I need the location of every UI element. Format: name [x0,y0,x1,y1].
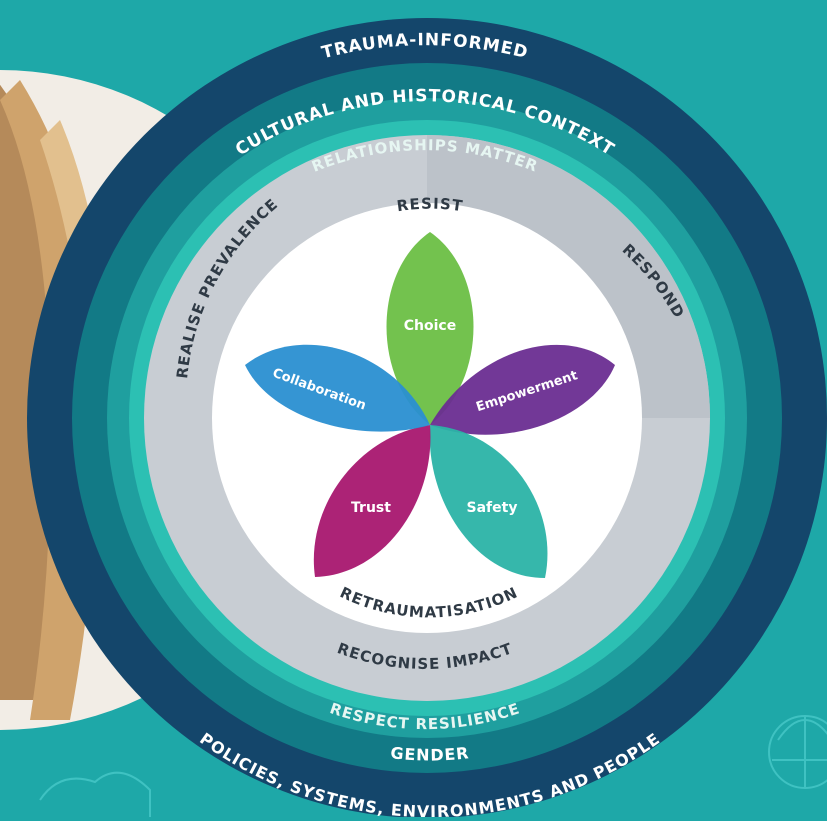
cloud-icon [39,771,151,817]
gender-label: GENDER [390,743,470,764]
svg-text:RESIST: RESIST [396,195,465,216]
petal-choice [386,232,474,425]
petal-trust [313,425,431,577]
petal-empowerment [430,344,615,435]
svg-text:GENDER: GENDER [390,743,471,764]
petal-safety [429,425,548,578]
petal-safety-label: Safety [467,500,518,516]
petal-trust-label: Trust [351,500,391,516]
petal-choice-label: Choice [404,318,456,334]
hot-air-balloon-icon [768,715,827,789]
petal-flower [245,232,615,578]
petal-collaboration [245,344,430,432]
resist-label: RESIST [396,195,464,216]
